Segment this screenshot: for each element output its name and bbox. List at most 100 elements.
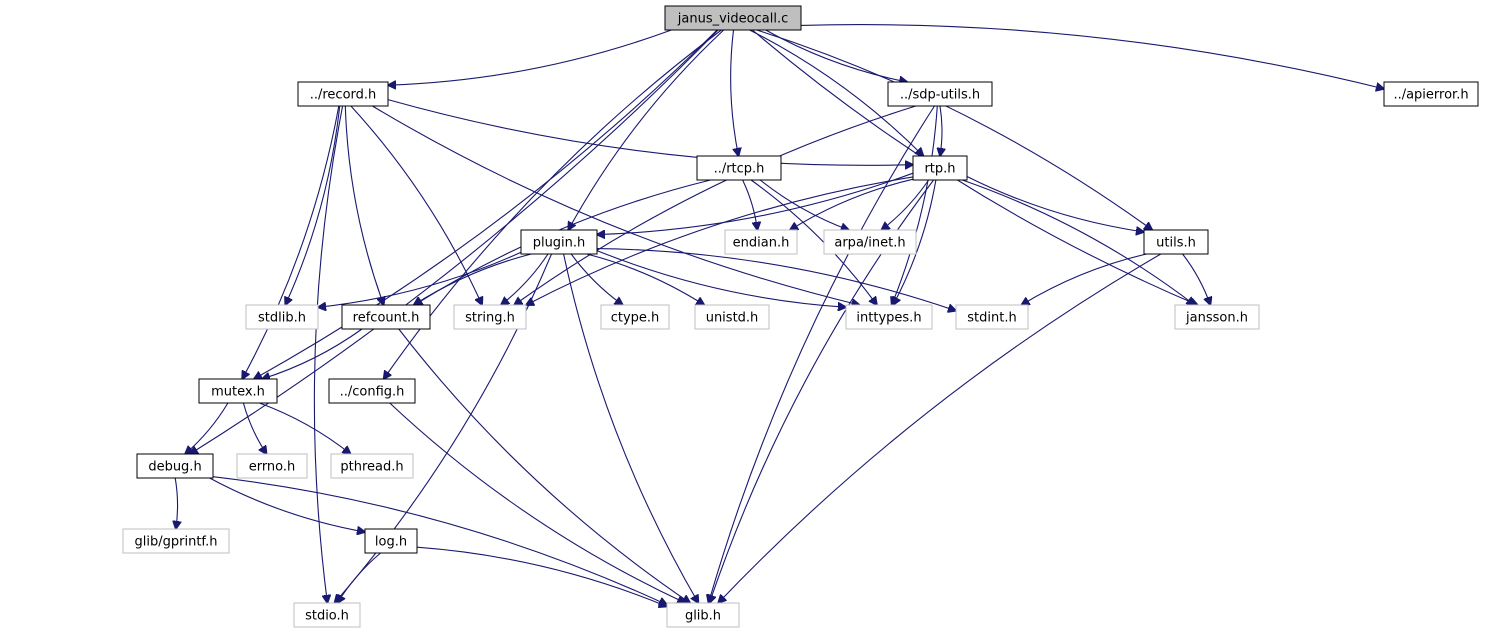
node-box — [364, 528, 418, 554]
edge-janus-videocall-c-to-rtcp-h — [730, 29, 739, 156]
node-stdint-h: stdint.h — [955, 304, 1029, 330]
node-box — [1383, 81, 1479, 107]
node-label: ../config.h — [340, 385, 405, 400]
node-jansson-h: jansson.h — [1174, 304, 1260, 330]
edge-utils-h-to-glib-h — [718, 253, 1162, 603]
node-stdlib-h: stdlib.h — [245, 304, 319, 330]
edge-plugin-h-to-refcount-h — [414, 253, 532, 305]
node-label: ctype.h — [611, 311, 660, 326]
node-record-h[interactable]: ../record.h — [297, 81, 389, 107]
node-label: debug.h — [148, 460, 201, 475]
node-box — [453, 304, 527, 330]
edge-mutex-h-to-errno-h — [242, 402, 266, 454]
edge-utils-h-to-stdint-h — [1021, 253, 1147, 305]
node-label: mutex.h — [211, 385, 265, 400]
node-label: inttypes.h — [856, 311, 921, 326]
edge-plugin-h-to-ctype-h — [570, 253, 623, 305]
node-box — [664, 5, 802, 31]
node-errno-h: errno.h — [236, 453, 308, 479]
node-label: janus_videocall.c — [677, 12, 788, 27]
edge-sdp-utils-h-to-inttypes-h — [892, 105, 938, 305]
node-label: unistd.h — [706, 311, 759, 326]
node-label: errno.h — [249, 460, 296, 475]
node-endian-h: endian.h — [724, 229, 798, 255]
node-label: stdint.h — [967, 311, 1016, 326]
edge-record-h-to-string-h — [350, 105, 482, 305]
node-label: refcount.h — [353, 311, 420, 326]
edge-plugin-h-to-stdint-h — [596, 248, 956, 311]
edge-log-h-to-glib-h — [416, 546, 667, 606]
node-sdp-utils-h[interactable]: ../sdp-utils.h — [887, 81, 993, 107]
node-pthread-h: pthread.h — [330, 453, 414, 479]
edge-record-h-to-mutex-h — [242, 105, 340, 379]
edge-rtp-h-to-jansson-h — [962, 179, 1194, 305]
edge-janus-videocall-c-to-apierror-h — [800, 24, 1384, 89]
node-config-h[interactable]: ../config.h — [328, 378, 416, 404]
nodes-layer: janus_videocall.c ../record.h ../sdp-utils… — [122, 5, 1479, 628]
node-box — [955, 304, 1029, 330]
node-box — [341, 304, 431, 330]
node-inttypes-h: inttypes.h — [845, 304, 933, 330]
edge-record-h-to-stdlib-h — [285, 105, 341, 305]
node-apierror-h[interactable]: ../apierror.h — [1383, 81, 1479, 107]
edge-janus-videocall-c-to-plugin-h — [568, 29, 725, 230]
node-debug-h[interactable]: debug.h — [136, 453, 214, 479]
edges-layer — [175, 24, 1384, 607]
edge-rtcp-h-to-inttypes-h — [750, 179, 877, 305]
node-label: ../sdp-utils.h — [900, 88, 980, 103]
node-label: log.h — [375, 535, 407, 550]
edge-plugin-h-to-unistd-h — [586, 253, 705, 305]
edge-rtp-h-to-utils-h — [966, 176, 1144, 233]
edge-config-h-to-glib-h — [389, 402, 686, 603]
node-log-h[interactable]: log.h — [364, 528, 418, 554]
node-label: arpa/inet.h — [834, 236, 905, 251]
node-box — [696, 155, 782, 181]
edge-debug-h-to-glib-h — [212, 476, 667, 605]
node-box — [330, 453, 414, 479]
node-rtp-h[interactable]: rtp.h — [912, 155, 968, 181]
node-label: endian.h — [733, 236, 790, 251]
node-box — [245, 304, 319, 330]
node-label: plugin.h — [533, 236, 586, 251]
node-glib-gprintf-h: glib/gprintf.h — [122, 528, 230, 554]
edge-record-h-to-stdio-h — [313, 105, 344, 603]
node-ctype-h: ctype.h — [600, 304, 670, 330]
node-box — [887, 81, 993, 107]
edge-plugin-h-to-stdio-h — [335, 253, 553, 603]
node-box — [293, 602, 361, 628]
node-mutex-h[interactable]: mutex.h — [198, 378, 278, 404]
edge-refcount-h-to-mutex-h — [262, 328, 363, 379]
node-label: string.h — [465, 311, 515, 326]
edge-plugin-h-to-glib-h — [563, 253, 699, 603]
edge-rtcp-h-to-endian-h — [742, 179, 758, 230]
edge-rtp-h-to-string-h — [526, 176, 914, 305]
edge-rtp-h-to-endian-h — [790, 178, 914, 230]
node-box — [1143, 229, 1209, 255]
node-glib-h: glib.h — [666, 602, 740, 628]
edge-rtcp-h-to-arpa-inet-h — [759, 179, 849, 230]
node-arpa-inet-h: arpa/inet.h — [823, 229, 917, 255]
node-label: ../record.h — [310, 88, 377, 103]
node-box — [520, 229, 598, 255]
edge-rtp-h-to-arpa-inet-h — [881, 179, 930, 230]
edge-janus-videocall-c-to-record-h — [388, 29, 672, 85]
edge-sdp-utils-h-to-string-h — [514, 105, 916, 305]
node-janus-videocall-c[interactable]: janus_videocall.c — [664, 5, 802, 31]
node-plugin-h[interactable]: plugin.h — [520, 229, 598, 255]
node-box — [912, 155, 968, 181]
node-rtcp-h[interactable]: ../rtcp.h — [696, 155, 782, 181]
node-string-h: string.h — [453, 304, 527, 330]
edge-plugin-h-to-inttypes-h — [596, 250, 846, 308]
edge-debug-h-to-log-h — [209, 477, 365, 532]
node-utils-h[interactable]: utils.h — [1143, 229, 1209, 255]
edge-sdp-utils-h-to-rtp-h — [940, 105, 942, 156]
edge-mutex-h-to-debug-h — [185, 402, 229, 454]
node-refcount-h[interactable]: refcount.h — [341, 304, 431, 330]
node-label: stdlib.h — [258, 311, 306, 326]
node-label: jansson.h — [1185, 311, 1248, 326]
node-unistd-h: unistd.h — [694, 304, 770, 330]
node-box — [136, 453, 214, 479]
edge-record-h-to-inttypes-h — [372, 105, 859, 305]
node-label: ../apierror.h — [1393, 88, 1468, 103]
